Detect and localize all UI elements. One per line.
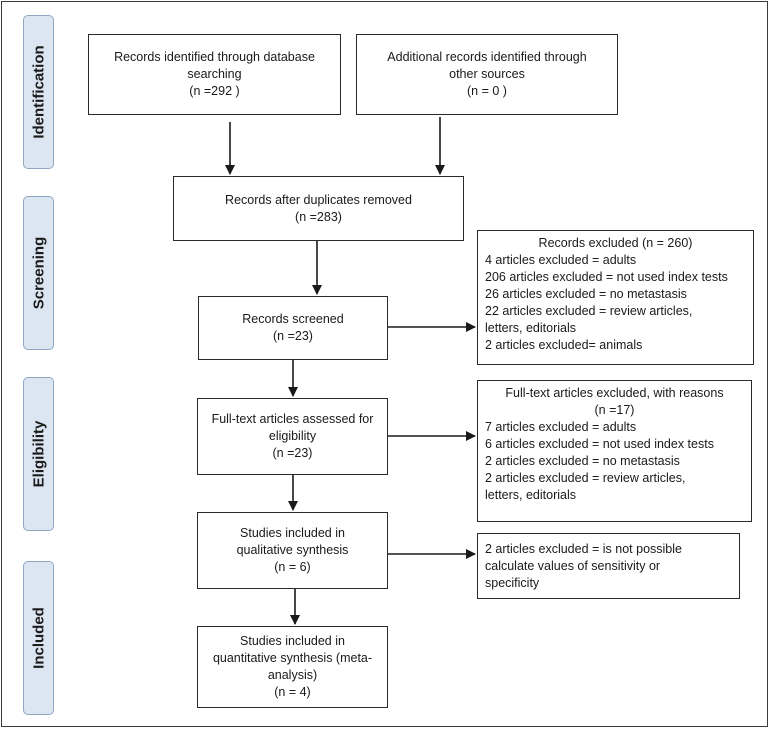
stage-identification: Identification <box>23 15 54 169</box>
box-qualitative-line1: Studies included in <box>240 526 345 540</box>
box-records-screened: Records screened (n =23) <box>198 296 388 360</box>
fulltext-excluded-item: 7 articles excluded = adults <box>485 420 637 434</box>
box-quantitative-line1: Studies included in <box>240 634 345 648</box>
box-other-records-line1: Additional records identified through <box>387 50 587 64</box>
box-other-records-count: (n = 0 ) <box>467 84 507 98</box>
box-qualitative-synthesis: Studies included in qualitative synthesi… <box>197 512 388 589</box>
fulltext-excluded-item: 2 articles excluded = no metastasis <box>485 454 680 468</box>
records-excluded-item: 26 articles excluded = no metastasis <box>485 287 687 301</box>
box-qualitative-line2: qualitative synthesis <box>236 543 349 557</box>
box-database-records: Records identified through database sear… <box>88 34 341 115</box>
box-qualitative-count: (n = 6) <box>274 560 311 574</box>
box-after-duplicates-line1: Records after duplicates removed <box>225 192 412 207</box>
fulltext-excluded-item: 6 articles excluded = not used index tes… <box>485 437 714 451</box>
box-other-records-line2: other sources <box>449 67 525 81</box>
not-possible-item: specificity <box>485 575 540 590</box>
box-records-screened-line1: Records screened <box>242 312 344 326</box>
box-records-screened-count: (n =23) <box>273 329 313 343</box>
box-full-text-line2: eligibility <box>268 429 317 443</box>
box-full-text-assessed: Full-text articles assessed for eligibil… <box>197 398 388 475</box>
records-excluded-item: 4 articles excluded = adults <box>485 253 637 267</box>
box-full-text-count: (n =23) <box>272 446 313 460</box>
not-possible-item: 2 articles excluded = is not possible <box>485 541 682 556</box>
box-fulltext-excluded: Full-text articles excluded, with reason… <box>477 380 752 522</box>
box-quantitative-line2: quantitative synthesis (meta- <box>212 651 373 665</box>
fulltext-excluded-item: 2 articles excluded = review articles, <box>485 471 686 485</box>
stage-eligibility: Eligibility <box>23 377 54 531</box>
box-database-records-line1: Records identified through database <box>114 50 315 64</box>
records-excluded-item: letters, editorials <box>485 321 577 335</box>
box-database-records-count: (n =292 ) <box>189 84 240 98</box>
box-fulltext-excluded-title: Full-text articles excluded, with reason… <box>505 386 724 400</box>
box-records-excluded: Records excluded (n = 260) 4 articles ex… <box>477 230 754 365</box>
box-after-duplicates: Records after duplicates removed (n =283… <box>173 176 464 241</box>
fulltext-excluded-item: letters, editorials <box>485 488 577 502</box>
box-quantitative-synthesis: Studies included in quantitative synthes… <box>197 626 388 708</box>
box-not-possible-excluded: 2 articles excluded = is not possible ca… <box>477 533 740 599</box>
box-quantitative-count: (n = 4) <box>274 685 311 699</box>
box-after-duplicates-count: (n =283) <box>295 209 342 224</box>
box-database-records-line2: searching <box>187 67 242 81</box>
stage-included: Included <box>23 561 54 715</box>
box-full-text-line1: Full-text articles assessed for <box>211 412 374 426</box>
records-excluded-item: 22 articles excluded = review articles, <box>485 304 693 318</box>
box-records-excluded-title: Records excluded (n = 260) <box>538 236 693 250</box>
not-possible-item: calculate values of sensitivity or <box>485 558 661 573</box>
records-excluded-item: 206 articles excluded = not used index t… <box>485 270 728 284</box>
stage-screening: Screening <box>23 196 54 350</box>
records-excluded-item: 2 articles excluded= animals <box>485 338 643 352</box>
box-fulltext-excluded-count: (n =17) <box>594 403 635 417</box>
box-quantitative-line3: analysis) <box>267 668 318 682</box>
box-other-records: Additional records identified through ot… <box>356 34 618 115</box>
